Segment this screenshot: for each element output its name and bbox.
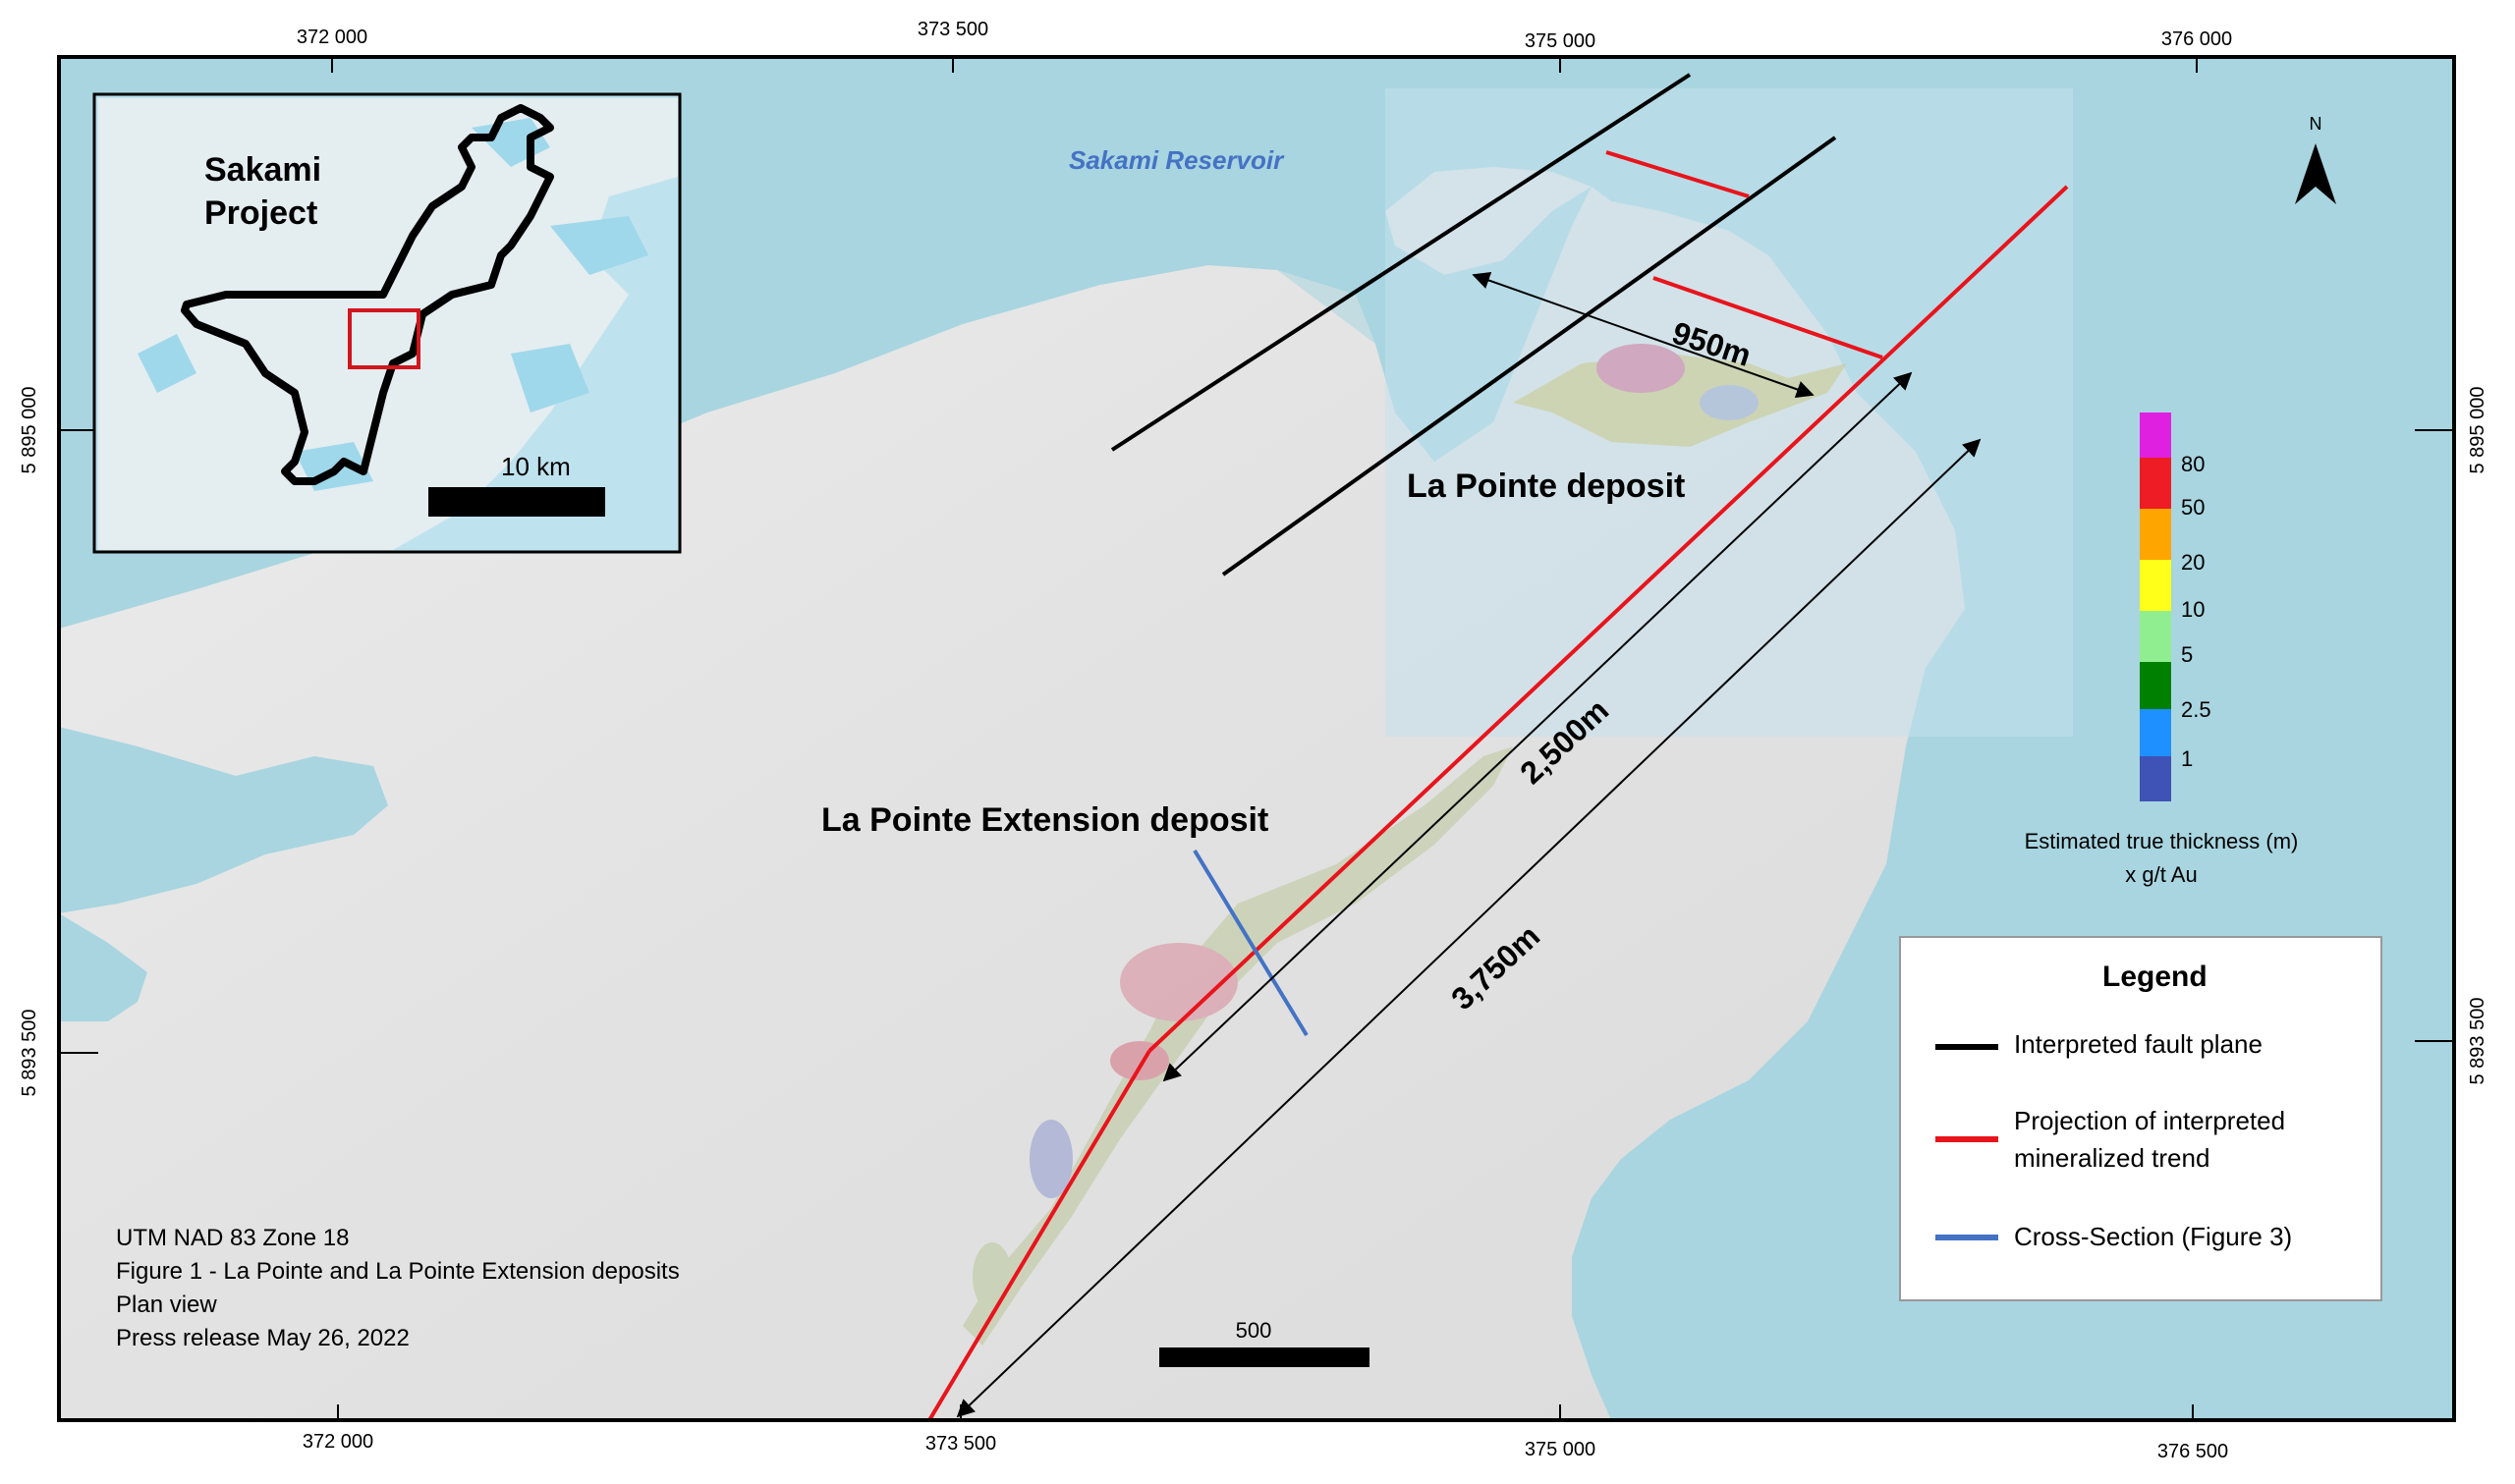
colorbar-label-10: 10 <box>2181 597 2205 622</box>
north-arrow: N <box>2295 114 2336 204</box>
inset-scale-label: 10 km <box>501 452 571 481</box>
scale-bar-rect <box>1159 1347 1369 1367</box>
colorbar-swatch-3 <box>2140 560 2171 611</box>
inset-title-1: Sakami <box>204 151 321 189</box>
colorbar-swatch-4 <box>2140 611 2171 662</box>
coord-right-2: 5 893 500 <box>2467 998 2488 1085</box>
colorbar-swatch-2 <box>2140 509 2171 560</box>
coord-top-4: 376 000 <box>2161 28 2232 50</box>
coord-right-1: 5 895 000 <box>2467 387 2488 474</box>
coord-left-2: 5 893 500 <box>19 1010 40 1097</box>
coord-left-1: 5 895 000 <box>19 387 40 474</box>
legend-trend-label-1: Projection of interpreted <box>2014 1106 2285 1135</box>
colorbar-label-5: 5 <box>2181 642 2193 667</box>
colorbar-caption-2: x g/t Au <box>2125 862 2197 887</box>
scale-bar-label: 500 <box>1236 1318 1272 1343</box>
colorbar-swatch-7 <box>2140 756 2171 801</box>
north-label: N <box>2310 114 2322 134</box>
colorbar-swatch-1 <box>2140 458 2171 509</box>
project-outline <box>181 104 554 485</box>
trend-cross-1 <box>1605 150 1750 198</box>
coord-top-1: 372 000 <box>297 27 367 48</box>
inset-map: Sakami Project 10 km <box>92 92 682 554</box>
colorbar-swatch-5 <box>2140 662 2171 709</box>
colorbar-label-1: 1 <box>2181 746 2193 771</box>
colorbar-label-80: 80 <box>2181 452 2205 476</box>
coord-bottom-1: 372 000 <box>303 1431 373 1453</box>
coord-top-3: 375 000 <box>1525 30 1595 52</box>
coord-bottom-3: 375 000 <box>1525 1439 1595 1460</box>
legend-title: Legend <box>2102 961 2208 993</box>
inset-scale-bar <box>428 487 605 517</box>
water-label: Sakami Reservoir <box>1069 145 1285 175</box>
colorbar-caption-1: Estimated true thickness (m) <box>2025 829 2299 853</box>
lake <box>59 727 388 913</box>
deposit-label-extension: La Pointe Extension deposit <box>821 801 1268 839</box>
legend-fault-label: Interpreted fault plane <box>2014 1029 2263 1059</box>
deposit-label-la-pointe: La Pointe deposit <box>1407 467 1685 505</box>
colorbar-label-50: 50 <box>2181 495 2205 520</box>
legend-section-label: Cross-Section (Figure 3) <box>2014 1222 2292 1251</box>
dist-arrow-3750 <box>956 438 1982 1418</box>
colorbar-label-2-5: 2.5 <box>2181 697 2211 722</box>
legend-trend-label-2: mineralized trend <box>2014 1143 2209 1173</box>
footer-line-4: Press release May 26, 2022 <box>116 1325 410 1351</box>
coord-bottom-4: 376 500 <box>2157 1441 2228 1462</box>
inset-title-2: Project <box>204 194 317 232</box>
legend: Legend Interpreted fault plane Projectio… <box>1899 936 2382 1301</box>
coord-bottom-2: 373 500 <box>925 1433 996 1455</box>
colorbar-swatch-6 <box>2140 709 2171 756</box>
map-frame-border <box>57 55 2456 1422</box>
scale-bar: 500 <box>1159 1318 1369 1367</box>
footer-line-1: UTM NAD 83 Zone 18 <box>116 1225 349 1251</box>
footer-notes: UTM NAD 83 Zone 18 Figure 1 - La Pointe … <box>116 1225 680 1351</box>
lake-bay <box>59 913 147 1021</box>
north-arrow-icon <box>2295 143 2336 204</box>
colorbar-swatch-0 <box>2140 412 2171 458</box>
colorbar-label-20: 20 <box>2181 550 2205 575</box>
inset-study-area <box>348 308 420 369</box>
footer-line-3: Plan view <box>116 1292 217 1318</box>
thickness-colorbar: 80 50 20 10 5 2.5 1 Estimated true thick… <box>2025 412 2299 887</box>
coord-top-2: 373 500 <box>918 19 988 40</box>
footer-line-2: Figure 1 - La Pointe and La Pointe Exten… <box>116 1258 680 1285</box>
